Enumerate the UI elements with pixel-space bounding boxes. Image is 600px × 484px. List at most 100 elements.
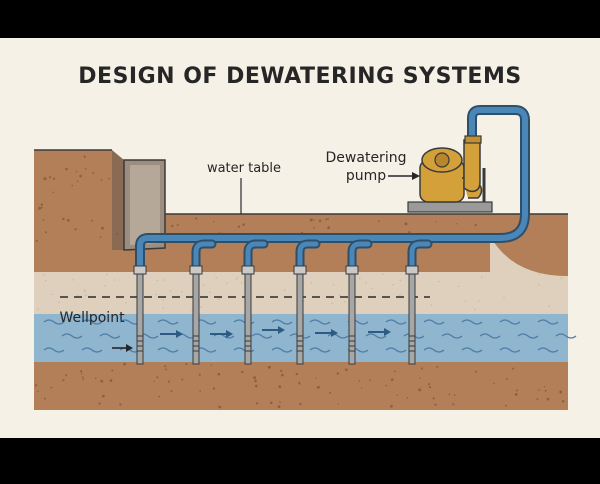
wellpoint-coupling: [345, 265, 359, 275]
diagram-title: DESIGN OF DEWATERING SYSTEMS: [78, 64, 521, 89]
soil-speckle: [48, 176, 52, 179]
pump-pointer-arrowhead: [412, 172, 420, 180]
water-wave: [43, 347, 65, 353]
soil-speckle: [538, 389, 540, 392]
soil-speckle: [270, 401, 273, 405]
soil-speckle: [53, 177, 56, 180]
sand-speckle: [125, 301, 127, 304]
soil-speckles: [35, 155, 565, 409]
soil-speckle: [38, 206, 42, 210]
sand-speckle: [371, 287, 373, 290]
soil-speckle: [327, 226, 330, 230]
soil-speckle: [99, 236, 102, 239]
water-table-label: water table: [207, 161, 281, 176]
soil-speckle: [170, 390, 173, 393]
sand-speckle: [480, 276, 483, 279]
wellpoint-pointer-arrowhead: [126, 344, 133, 352]
sheet-wall-inner: [130, 165, 160, 245]
soil-speckle: [212, 387, 216, 390]
soil-speckle: [281, 373, 284, 377]
wellpoint-coupling: [133, 265, 147, 275]
sand-speckle: [169, 290, 172, 292]
riser-pipe: [349, 241, 371, 271]
sand-speckle: [538, 284, 540, 286]
riser-pipe: [193, 241, 215, 271]
sand-speckle: [50, 293, 53, 296]
water-wave: [271, 319, 293, 325]
soil-speckle: [75, 171, 78, 173]
soil-speckle: [280, 369, 283, 372]
sand-speckle: [156, 279, 159, 282]
sand-speckle: [113, 279, 116, 281]
sand-speckle: [503, 297, 505, 299]
soil-speckle: [82, 378, 85, 381]
water-wave: [537, 319, 559, 325]
sand-speckle: [162, 299, 164, 301]
wellpoint-coupling: [405, 265, 419, 275]
sand-speckle: [218, 298, 220, 301]
soil-speckle: [434, 403, 437, 406]
soil-speckle: [111, 369, 114, 372]
soil-speckle: [536, 398, 539, 401]
soil-speckle: [318, 219, 322, 223]
soil-speckle: [418, 388, 422, 392]
water-wave: [517, 333, 539, 339]
sand-speckle: [72, 279, 75, 281]
soil-speckle: [153, 380, 155, 382]
soil-speckle: [217, 372, 221, 376]
soil-speckle: [378, 220, 380, 222]
sand-speckle: [104, 284, 106, 287]
soil-speckle: [428, 386, 431, 389]
wellpoint-tube: [408, 273, 416, 365]
soil-speckle: [74, 228, 77, 231]
flow-arrow-head: [278, 326, 285, 334]
soil-speckle: [100, 179, 103, 182]
soil-speckle: [516, 389, 519, 392]
sand-speckle: [163, 279, 166, 281]
sand-speckle: [42, 274, 45, 276]
embankment-face: [112, 150, 124, 250]
water-wave: [385, 347, 407, 353]
soil-speckle: [40, 203, 43, 206]
soil-speckle: [475, 370, 477, 373]
sand-speckle: [477, 300, 480, 302]
soil-speckle: [427, 383, 431, 386]
soil-speckle: [316, 385, 320, 389]
water-wave: [461, 319, 483, 325]
soil-speckle: [432, 397, 435, 400]
sand-speckle: [215, 277, 217, 279]
soil-speckle: [453, 394, 456, 396]
soil-speckle: [560, 392, 562, 394]
wellpoint-label: Wellpoint: [59, 310, 125, 326]
soil-speckle: [543, 385, 546, 388]
sand-speckle: [464, 300, 467, 302]
soil-speckle: [254, 379, 257, 383]
soil-speckle: [406, 396, 409, 399]
discharge-coupling: [464, 135, 482, 144]
water-wave: [537, 347, 559, 353]
sand-speckle: [58, 301, 60, 304]
soil-speckle: [158, 395, 161, 398]
soil-speckle: [242, 223, 245, 226]
soil-speckle: [181, 378, 184, 381]
sand-speckle: [392, 283, 395, 286]
soil-speckle: [295, 372, 298, 376]
wellpoint-tube: [192, 273, 200, 365]
soil-speckle: [313, 219, 315, 221]
sand-speckle: [560, 277, 563, 279]
soil-speckle: [80, 370, 83, 373]
soil-speckle: [52, 191, 55, 194]
sand-speckle: [155, 293, 157, 296]
water-wave: [157, 347, 179, 353]
soil-speckle: [218, 405, 222, 409]
soil-speckle: [108, 177, 110, 180]
wellpoint-coupling: [241, 265, 255, 275]
wellpoint-tube: [244, 273, 252, 365]
sand-speckle: [474, 308, 477, 311]
soil-speckle: [337, 403, 339, 405]
soil-speckle: [241, 370, 244, 374]
soil-speckle: [42, 219, 45, 221]
soil-speckle: [514, 393, 518, 396]
water-wave: [61, 333, 83, 339]
